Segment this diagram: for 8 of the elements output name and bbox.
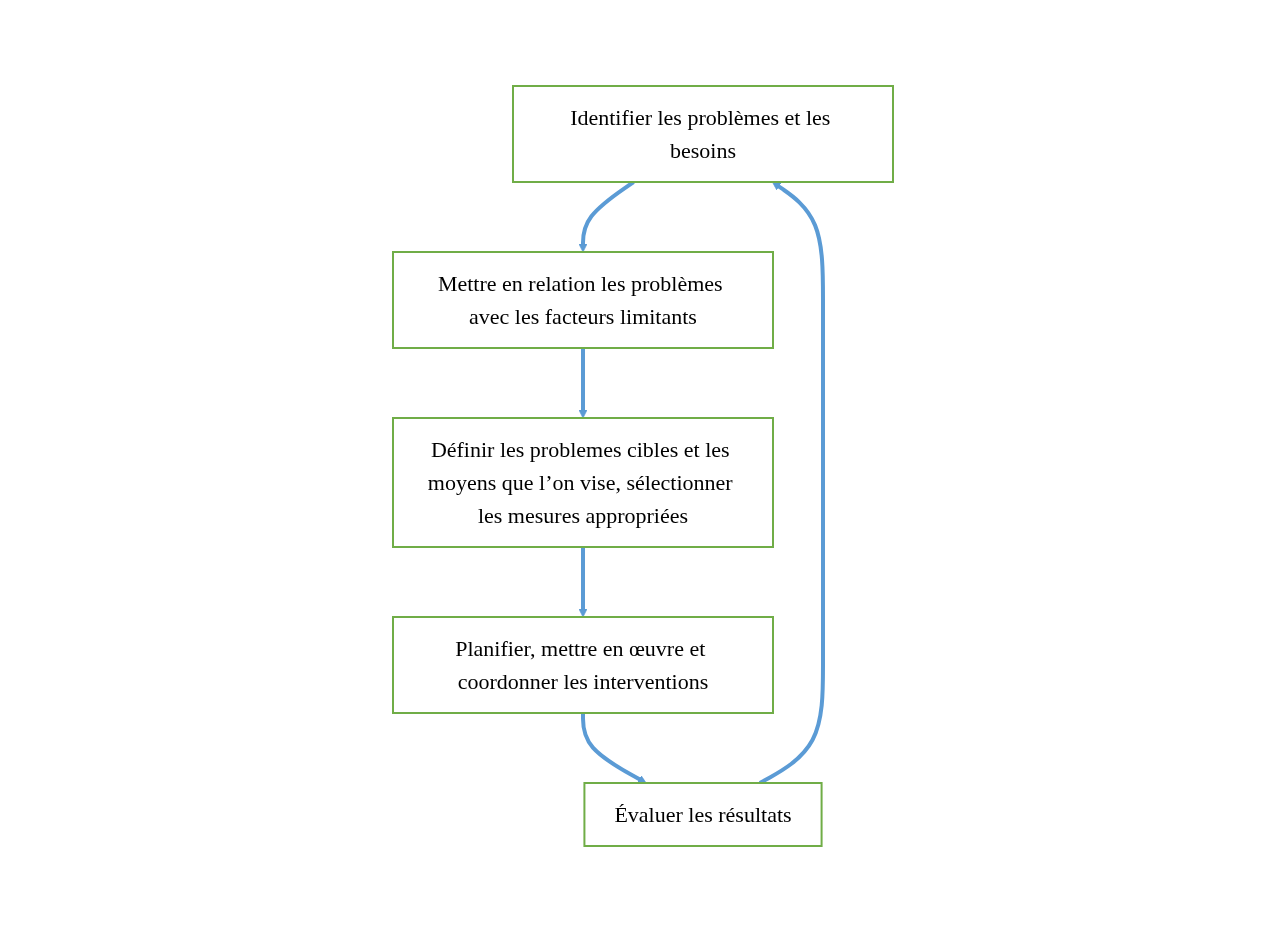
node-box: Mettre en relation les problèmes avec les facteurs limitants bbox=[392, 250, 774, 349]
node-box: Planifier, mettre en œuvre et coordonner les interventions bbox=[392, 615, 774, 714]
arrow bbox=[581, 712, 647, 783]
arrow bbox=[578, 546, 588, 617]
arrow bbox=[578, 347, 588, 418]
node-box: Identifier les problèmes et les besoins bbox=[512, 84, 894, 183]
node-box: Définir les problemes cibles et les moyens que l’on vise, sélectionner les mesures appropriées bbox=[392, 416, 774, 548]
node-box: Évaluer les résultats bbox=[583, 781, 823, 847]
